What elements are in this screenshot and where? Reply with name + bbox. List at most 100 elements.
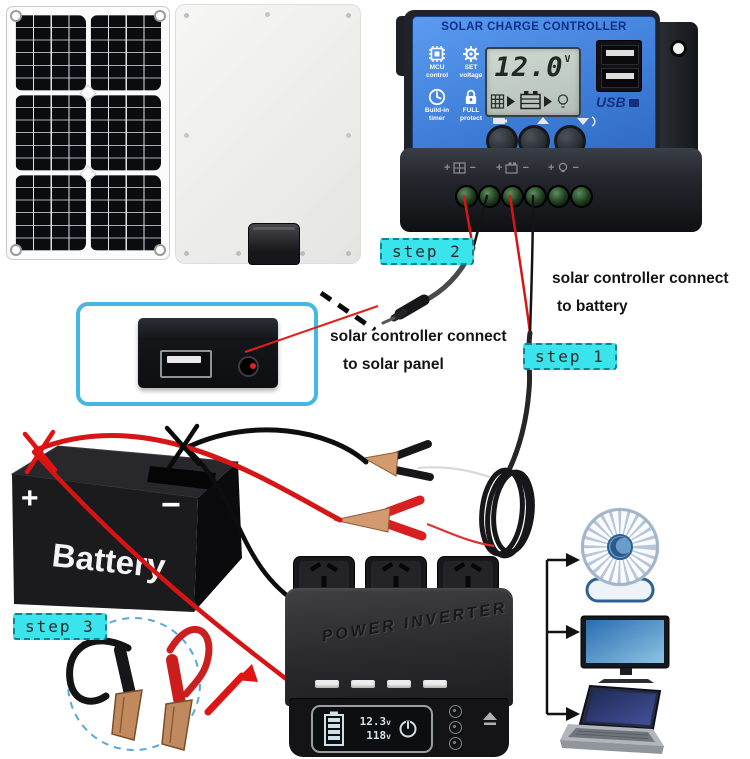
solar-cell-block — [90, 95, 161, 171]
annotation-to-panel-line1: solar controller connect — [330, 328, 507, 345]
power-icon — [399, 720, 417, 738]
ac-outlet — [365, 556, 427, 596]
ac-outlet — [437, 556, 499, 596]
dc-plug — [394, 294, 430, 320]
coiled-cable — [479, 467, 535, 559]
dc-plug-tip — [381, 316, 396, 325]
battery-plus-mark: + — [21, 482, 39, 515]
inverter-button — [449, 737, 462, 750]
terminal-load-plus — [547, 185, 570, 208]
solar-panel-front — [6, 6, 170, 260]
clock-icon — [428, 88, 446, 106]
lcd-unit: V — [564, 54, 572, 65]
lcd-flow-icons — [490, 91, 569, 110]
inverter-usb-row — [315, 680, 447, 688]
arrow-to-monitor — [566, 625, 580, 639]
feature-label: FULL — [462, 107, 480, 114]
dc-jack — [238, 356, 259, 377]
panel-symbol-icon — [453, 162, 467, 174]
clip-lead-white — [417, 466, 491, 479]
controller-title: SOLAR CHARGE CONTROLLER — [441, 21, 627, 33]
monitor-image — [580, 615, 672, 683]
gear-icon — [463, 46, 479, 62]
step1-label: step 1 — [523, 343, 617, 370]
charge-icon — [483, 712, 497, 725]
mount-hole — [154, 10, 166, 22]
panel-back-holes — [184, 13, 189, 18]
terminal-group-battery: + − — [496, 162, 529, 174]
bulb-symbol-icon — [559, 162, 568, 173]
battery-symbol-icon — [505, 162, 519, 174]
usb-label: USB — [596, 94, 639, 110]
solar-cell-block — [15, 15, 86, 91]
button-labels — [493, 116, 596, 127]
laptop-image — [560, 684, 672, 759]
feature-label: MCU — [429, 64, 445, 71]
step3-arrow — [204, 664, 258, 716]
usb-device — [138, 318, 278, 388]
monitor-screen — [586, 620, 664, 663]
lcd-voltage: 12.0 — [494, 52, 564, 83]
terminal-bat-plus — [501, 185, 524, 208]
inverter-output-voltage: 118 — [366, 729, 387, 742]
controller-usb-ports — [596, 40, 642, 92]
step2-label: step 2 — [380, 238, 474, 265]
usb-port — [601, 45, 639, 65]
inverter-input-voltage: 12.3 — [359, 715, 387, 728]
inverter-usb-port — [315, 680, 339, 688]
battery: + − Battery — [5, 430, 255, 615]
clip-lead-red — [426, 522, 495, 548]
step3-label: step 3 — [13, 613, 107, 640]
inverter-label: POWER INVERTER — [320, 599, 509, 646]
feature-label: SET — [464, 64, 478, 71]
solar-cell-block — [90, 175, 161, 251]
terminal-load-minus — [570, 185, 593, 208]
controller-terminal-block: + − + − + − — [400, 148, 702, 232]
solar-cell-block — [15, 175, 86, 251]
feature-label: Build-in — [424, 107, 450, 114]
connection-dashes — [319, 290, 377, 333]
terminal-group-load: + − — [548, 162, 579, 174]
mount-hole — [670, 40, 687, 57]
battery-level-icon — [324, 711, 344, 746]
terminal-pv-plus — [455, 185, 478, 208]
solar-cell-block — [90, 15, 161, 91]
inverter-body: POWER INVERTER — [285, 588, 513, 706]
lock-icon — [465, 89, 477, 104]
mount-hole — [10, 244, 22, 256]
usb-plug-icon — [628, 99, 639, 107]
red-alligator-clip — [333, 495, 427, 541]
battery-minus-mark: − — [161, 486, 181, 524]
panel-junction-box — [248, 223, 300, 265]
chip-icon — [429, 46, 445, 62]
annotation-to-battery-line2: to battery — [557, 298, 628, 315]
controller-lcd: 12.0V — [485, 47, 581, 117]
step3-clips — [66, 626, 213, 751]
inverter-front-panel: 12.3v 118v — [289, 698, 509, 757]
inverter-usb-port — [351, 680, 375, 688]
black-alligator-clip — [362, 440, 434, 481]
inverter-lcd: 12.3v 118v — [311, 705, 433, 753]
terminal-group-panel: + − — [444, 162, 476, 174]
terminal-bat-minus — [524, 185, 547, 208]
usb-output-box — [76, 302, 318, 406]
monitor-stand — [598, 679, 654, 683]
fan-image — [573, 505, 668, 605]
inverter-usb-port — [387, 680, 411, 688]
mount-hole — [10, 10, 22, 22]
inverter-button — [449, 721, 462, 734]
dc-jack-pin — [250, 363, 256, 369]
usb-port — [601, 68, 639, 88]
power-inverter: POWER INVERTER 12.3v — [283, 552, 515, 758]
solar-panel-back — [175, 4, 361, 265]
inverter-button — [449, 705, 462, 718]
annotation-to-battery-line1: solar controller connect — [552, 270, 729, 287]
terminal-pv-minus — [478, 185, 501, 208]
solar-cell-grid — [15, 15, 161, 251]
annotation-to-panel-line2: to solar panel — [343, 356, 444, 373]
